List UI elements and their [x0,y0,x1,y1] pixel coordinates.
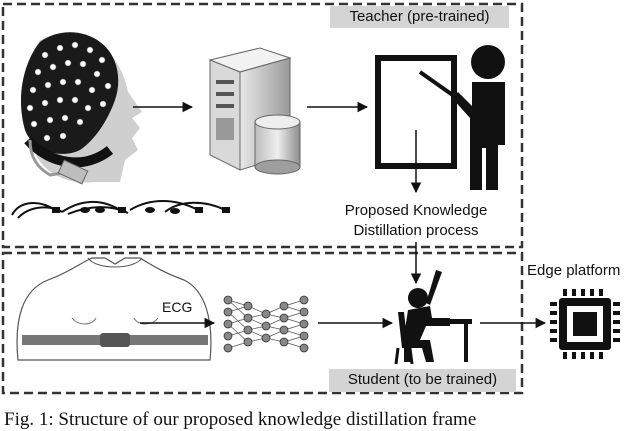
teacher-icon [375,45,505,190]
eeg-cap-head-icon [20,32,142,185]
edge-platform-label: Edge platform [527,262,621,279]
ecg-label: ECG [162,299,193,315]
chip-icon [550,289,620,359]
teacher-label: Teacher (pre-trained) [330,6,509,28]
server-database-icon [208,47,301,175]
process-label-line1: Proposed Knowledge [344,202,488,219]
process-label-line2: Distillation process [353,222,479,239]
student-label: Student (to be trained) [329,369,516,392]
eeg-cables-icon [11,200,230,219]
teacher-box [1,2,524,249]
process-label: Proposed Knowledge Distillation process [318,201,514,241]
neural-network-icon [223,295,309,353]
figure-caption: Fig. 1: Structure of our proposed knowle… [4,409,477,430]
student-icon [394,270,472,365]
ecg-torso-icon [16,257,212,361]
